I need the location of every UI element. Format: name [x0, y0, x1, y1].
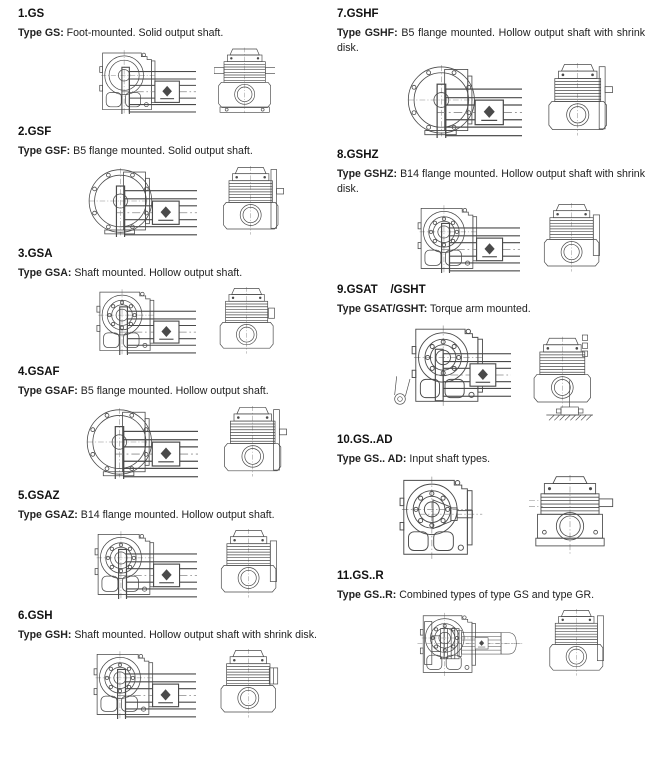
section-heading: 4.GSAF [18, 366, 60, 379]
section-heading: 1.GS [18, 8, 45, 20]
section-gsaf: 4.GSAF Type GSAF: B5 flange mounted. Hol… [18, 366, 318, 480]
section-gshz: 8.GSHZ Type GSHZ: B14 flange mounted. Ho… [337, 149, 645, 274]
gsf-side-view-drawing [88, 167, 197, 238]
section-description: Type GSA: Shaft mounted. Hollow output s… [18, 266, 318, 281]
drawings-row [18, 529, 318, 600]
description-text: Foot-mounted. Solid output shaft. [66, 27, 224, 39]
gshz-side-view-drawing [417, 205, 520, 274]
left-column: 1.GS Type GS: Foot-mounted. Solid output… [18, 8, 318, 730]
type-label: Type GS.. AD: [337, 453, 407, 466]
type-label: Type GS..R: [337, 589, 397, 602]
section-gs-ad: 10.GS..AD Type GS.. AD: Input shaft type… [337, 434, 645, 560]
gshf-end-view-drawing [548, 63, 613, 136]
gshz-end-view-drawing [543, 203, 600, 273]
section-description: Type GSH: Shaft mounted. Hollow output s… [18, 628, 318, 643]
drawings-row [337, 609, 645, 677]
drawings-row [18, 47, 318, 115]
gsa-side-view-drawing [96, 288, 196, 356]
gsaf-end-view-drawing [224, 406, 287, 478]
gsh-side-view-drawing [93, 651, 197, 720]
section-gshf: 7.GSHF Type GSHF: B5 flange mounted. Hol… [337, 8, 645, 139]
section-gsh: 6.GSH Type GSH: Shaft mounted. Hollow ou… [18, 610, 318, 720]
section-heading: 6.GSH [18, 610, 53, 623]
section-description: Type GSAT/GSHT: Torque arm mounted. [337, 302, 645, 317]
drawings-row [18, 649, 318, 720]
section-heading: 7.GSHF [337, 8, 379, 20]
gsaf-side-view-drawing [86, 407, 198, 480]
drawings-row [337, 473, 645, 560]
catalog-page: 1.GS Type GS: Foot-mounted. Solid output… [18, 8, 645, 730]
section-heading: 2.GSF [18, 126, 52, 139]
description-text: B5 flange mounted. Solid output shaft. [73, 145, 253, 158]
type-label: Type GSF: [18, 145, 71, 158]
right-column: 7.GSHF Type GSHF: B5 flange mounted. Hol… [337, 8, 645, 730]
gsa-end-view-drawing [219, 287, 275, 355]
section-heading: 3.GSA [18, 248, 53, 261]
section-gsat-gsht: 9.GSAT /GSHT Type GSAT/GSHT: Torque arm … [337, 284, 645, 423]
type-label: Type GSAZ: [18, 509, 78, 522]
gs-end-view-drawing [213, 47, 276, 114]
type-label: Type GS: [18, 27, 64, 39]
section-heading: 10.GS..AD [337, 434, 393, 447]
gshf-side-view-drawing [407, 64, 522, 139]
description-text: Combined types of type GS and type GR. [399, 589, 595, 602]
section-heading: 11.GS..R [337, 570, 384, 583]
drawings-row [337, 203, 645, 274]
section-heading: 8.GSHZ [337, 149, 379, 162]
section-gs: 1.GS Type GS: Foot-mounted. Solid output… [18, 8, 318, 115]
gsht-end-view-drawing [534, 334, 594, 421]
type-label: Type GSH: [18, 629, 72, 642]
drawings-row [337, 62, 645, 139]
gs-side-view-drawing [99, 49, 196, 115]
type-label: Type GSAT/GSHT: [337, 303, 428, 316]
description-text: B14 flange mounted. Hollow output shaft. [80, 509, 275, 522]
description-text: B5 flange mounted. Hollow output shaft. [80, 385, 269, 398]
section-gsf: 2.GSF Type GSF: B5 flange mounted. Solid… [18, 126, 318, 238]
section-description: Type GSF: B5 flange mounted. Solid outpu… [18, 144, 318, 159]
section-gs-r: 11.GS..R Type GS..R: Combined types of t… [337, 570, 645, 677]
type-label: Type GSA: [18, 267, 72, 280]
gsat-side-view-drawing [394, 325, 512, 407]
type-label: Type GSHZ: [337, 168, 397, 181]
section-description: Type GSHZ: B14 flange mounted. Hollow ou… [337, 167, 645, 197]
drawings-row [18, 165, 318, 238]
type-label: Type GSAF: [18, 385, 78, 398]
drawings-row [337, 323, 645, 423]
section-description: Type GSAZ: B14 flange mounted. Hollow ou… [18, 508, 318, 523]
description-text: B14 flange mounted. Hollow output shaft … [337, 168, 645, 196]
description-text: Torque arm mounted. [430, 303, 531, 316]
section-heading: 9.GSAT /GSHT [337, 284, 426, 297]
gsh-end-view-drawing [220, 649, 279, 719]
drawings-row [18, 287, 318, 356]
section-description: Type GSHF: B5 flange mounted. Hollow out… [337, 26, 645, 56]
section-description: Type GS.. AD: Input shaft types. [337, 452, 645, 467]
section-gsa: 3.GSA Type GSA: Shaft mounted. Hollow ou… [18, 248, 318, 356]
gsf-end-view-drawing [222, 166, 284, 236]
gs-r-side-view-drawing [417, 612, 524, 677]
description-text: Shaft mounted. Hollow output shaft with … [74, 629, 317, 642]
gs-ad-side-view-drawing [399, 476, 483, 560]
description-text: Input shaft types. [409, 453, 491, 466]
section-heading: 5.GSAZ [18, 490, 60, 503]
gsaz-side-view-drawing [94, 531, 197, 600]
description-text: B5 flange mounted. Hollow output shaft w… [337, 27, 646, 55]
section-description: Type GS: Foot-mounted. Solid output shaf… [18, 26, 318, 41]
section-description: Type GS..R: Combined types of type GS an… [337, 588, 645, 603]
type-label: Type GSHF: [337, 27, 398, 39]
drawings-row [18, 405, 318, 480]
description-text: Shaft mounted. Hollow output shaft. [74, 267, 243, 280]
gs-r-end-view-drawing [549, 609, 604, 677]
gsaz-end-view-drawing [220, 529, 277, 599]
section-description: Type GSAF: B5 flange mounted. Hollow out… [18, 384, 318, 399]
section-gsaz: 5.GSAZ Type GSAZ: B14 flange mounted. Ho… [18, 490, 318, 600]
gs-ad-front-view-drawing [529, 475, 614, 556]
